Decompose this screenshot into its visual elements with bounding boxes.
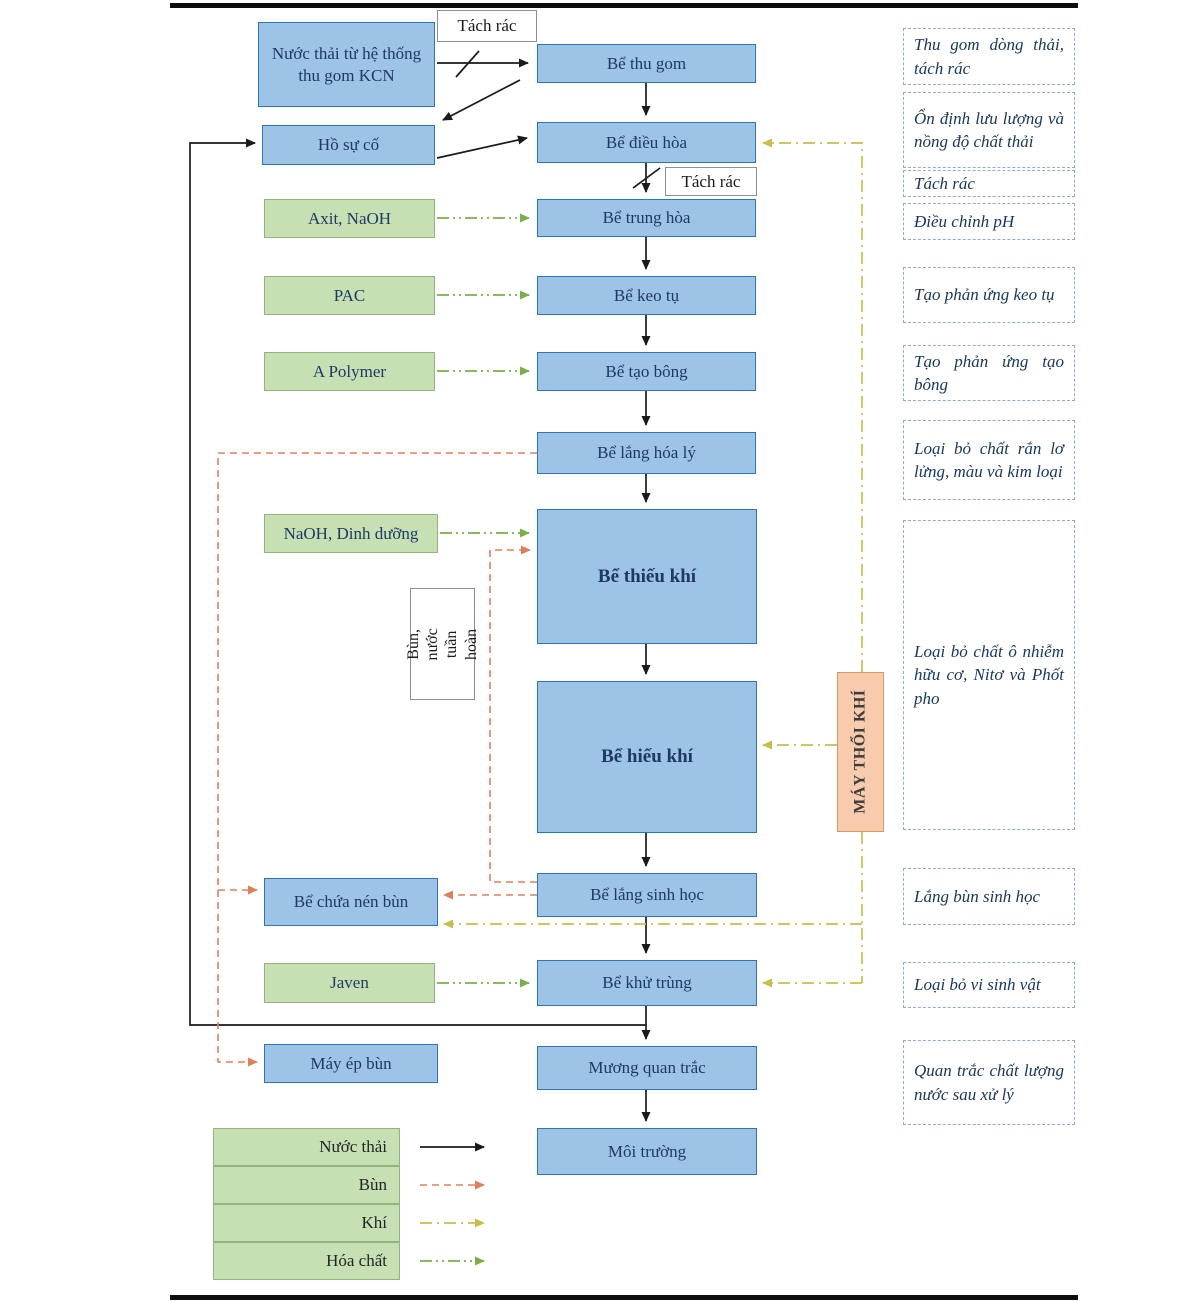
node-be-hieu-khi: Bể hiếu khí	[537, 681, 757, 833]
label-tach-rac-mid: Tách rác	[665, 167, 757, 196]
node-be-thu-gom: Bể thu gom	[537, 44, 756, 83]
arrow-chua-nen-bun-to-may-ep-bun	[217, 890, 258, 1067]
node-be-lang-hoa-ly: Bể lắng hóa lý	[537, 432, 756, 474]
node-source: Nước thải từ hệ thống thu gom KCN	[258, 22, 435, 107]
bottom-border-line	[170, 1295, 1078, 1300]
chem-axit-naoh: Axit, NaOH	[264, 199, 435, 238]
legend-item-nuoc-thai: Nước thải	[213, 1128, 400, 1166]
label-bun-nuoc-tuan-hoan: Bùn, nước tuần hoàn	[405, 588, 480, 700]
label-tach-rac-top: Tách rác	[437, 10, 537, 42]
note-text: Tạo phản ứng keo tụ	[914, 285, 1055, 305]
arrow-ho-su-co-to-dieu-hoa	[436, 135, 528, 159]
legend-item-bun: Bùn	[213, 1166, 400, 1204]
note-text: Thu gom dòng thải, tách rác	[914, 35, 1064, 78]
note-text: Tạo phản ứng tạo bông	[914, 351, 1064, 394]
note-text: Loại bỏ chất rắn lơ lửng, màu và kim loạ…	[914, 438, 1064, 481]
node-ho-su-co: Hồ sự cố	[262, 125, 435, 165]
screen-slash-2	[632, 167, 661, 189]
note-text: Quan trắc chất lượng nước sau xử lý	[914, 1061, 1064, 1104]
note-thu-gom: Thu gom dòng thải, tách rác	[903, 28, 1075, 85]
legend-label: Bùn	[358, 1175, 387, 1194]
chem-a-polymer: A Polymer	[264, 352, 435, 391]
note-tao-bong: Tạo phản ứng tạo bông	[903, 345, 1075, 401]
note-text: Loại bỏ vi sinh vật	[914, 975, 1041, 995]
note-lang-bun: Lắng bùn sinh học	[903, 868, 1075, 925]
node-moi-truong: Môi trường	[537, 1128, 757, 1175]
node-be-chua-nen-bun: Bể chứa nén bùn	[264, 878, 438, 926]
node-be-trung-hoa: Bể trung hòa	[537, 199, 756, 237]
note-loai-bo-chat-ran: Loại bỏ chất rắn lơ lửng, màu và kim loạ…	[903, 420, 1075, 500]
note-vi-sinh-vat: Loại bỏ vi sinh vật	[903, 962, 1075, 1008]
chem-javen: Javen	[264, 963, 435, 1003]
note-on-dinh: Ổn định lưu lượng và nồng độ chất thải	[903, 92, 1075, 168]
note-loai-bo-huu-co: Loại bỏ chất ô nhiễm hữu cơ, Nitơ và Phố…	[903, 520, 1075, 830]
note-text: Loại bỏ chất ô nhiễm hữu cơ, Nitơ và Phố…	[914, 641, 1064, 708]
node-muong-quan-trac: Mương quan trắc	[537, 1046, 757, 1090]
top-border-line	[170, 3, 1078, 8]
node-be-dieu-hoa: Bể điều hòa	[537, 122, 756, 163]
note-tach-rac: Tách rác	[903, 170, 1075, 197]
chem-pac: PAC	[264, 276, 435, 315]
legend-arrows	[420, 1142, 485, 1266]
arrow-recirculation-to-thieu-khi	[489, 545, 537, 883]
note-keo-tu: Tạo phản ứng keo tụ	[903, 267, 1075, 323]
may-thoi-khi-text: MÁY THỔI KHÍ	[851, 689, 869, 815]
node-be-keo-tu: Bể keo tụ	[537, 276, 756, 315]
note-text: Lắng bùn sinh học	[914, 886, 1041, 906]
node-may-ep-bun: Máy ép bùn	[264, 1044, 438, 1083]
note-text: Điều chỉnh pH	[914, 211, 1015, 231]
node-be-lang-sinh-hoc: Bể lắng sinh học	[537, 873, 757, 917]
node-may-thoi-khi: MÁY THỔI KHÍ	[837, 672, 884, 832]
arrow-to-ho-su-co	[442, 79, 521, 121]
chem-naoh-dinh-duong: NaOH, Dinh dưỡng	[264, 514, 438, 553]
node-be-thieu-khi: Bể thiếu khí	[537, 509, 757, 644]
legend-label: Nước thải	[319, 1137, 387, 1156]
note-text: Tách rác	[914, 173, 975, 193]
node-be-tao-bong: Bể tạo bông	[537, 352, 756, 391]
legend-item-hoa-chat: Hóa chất	[213, 1242, 400, 1280]
note-dieu-chinh-ph: Điều chỉnh pH	[903, 203, 1075, 240]
note-quan-trac: Quan trắc chất lượng nước sau xử lý	[903, 1040, 1075, 1125]
note-text: Ổn định lưu lượng và nồng độ chất thải	[914, 108, 1064, 151]
legend-item-khi: Khí	[213, 1204, 400, 1242]
arrow-air-to-dieu-hoa	[762, 138, 863, 672]
screen-slash-1	[455, 50, 480, 78]
legend-label: Khí	[361, 1213, 388, 1232]
node-be-khu-trung: Bể khử trùng	[537, 960, 757, 1006]
legend-label: Hóa chất	[326, 1251, 387, 1270]
label-bun-nuoc-text: Bùn, nước tuần hoàn	[405, 627, 480, 661]
